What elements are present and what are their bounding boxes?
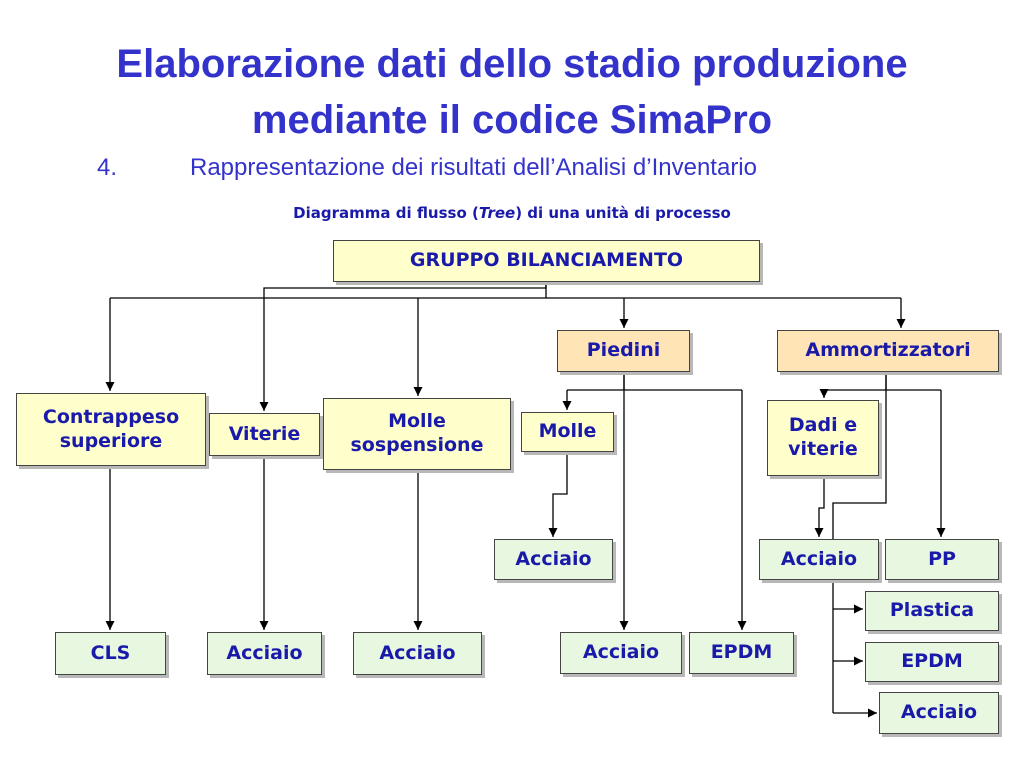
edge-dadi-acciaio bbox=[814, 476, 825, 537]
amm-bus bbox=[824, 372, 941, 391]
node-viterie: Viterie bbox=[209, 413, 320, 456]
node-cls: CLS bbox=[55, 632, 166, 675]
node-molle: Molle bbox=[521, 412, 614, 452]
node-acciaio-piedini: Acciaio bbox=[560, 632, 682, 674]
node-acciaio-molle-sospensione: Acciaio bbox=[353, 632, 482, 675]
node-piedini: Piedini bbox=[557, 330, 690, 372]
node-ammortizzatori: Ammortizzatori bbox=[777, 330, 999, 372]
piedini-bus bbox=[567, 372, 742, 391]
diagram-caption: Diagramma di flusso (Tree) di una unità … bbox=[0, 204, 1024, 222]
node-dadi-e-viterie: Dadi e viterie bbox=[767, 400, 879, 476]
node-acciaio-viterie: Acciaio bbox=[207, 632, 322, 675]
subtitle-text: Rappresentazione dei risultati dell’Anal… bbox=[190, 154, 757, 181]
title-line-1: Elaborazione dati dello stadio produzion… bbox=[116, 42, 908, 86]
node-epdm-ammortizzatori: EPDM bbox=[865, 642, 999, 682]
node-molle-sospensione: Molle sospensione bbox=[323, 398, 511, 470]
node-acciaio-ammortizzatori: Acciaio bbox=[879, 692, 999, 734]
amm-material-bus bbox=[832, 372, 887, 713]
node-contrappeso-superiore: Contrappeso superiore bbox=[16, 393, 206, 466]
node-acciaio-molle: Acciaio bbox=[494, 539, 613, 580]
subtitle-number: 4. bbox=[97, 154, 118, 181]
node-epdm-piedini: EPDM bbox=[689, 632, 794, 674]
title-line-2: mediante il codice SimaPro bbox=[251, 98, 773, 142]
node-plastica: Plastica bbox=[865, 591, 999, 631]
edge-molle-acciaio bbox=[548, 452, 568, 537]
caption-after: ) di una unità di processo bbox=[515, 204, 731, 222]
root-connector bbox=[110, 282, 901, 299]
node-pp: PP bbox=[885, 539, 999, 580]
caption-before: Diagramma di flusso ( bbox=[293, 204, 479, 222]
caption-italic: Tree bbox=[478, 204, 516, 222]
node-acciaio-dadi: Acciaio bbox=[759, 539, 879, 580]
node-gruppo-bilanciamento: GRUPPO BILANCIAMENTO bbox=[333, 240, 760, 282]
root-stem-2 bbox=[263, 282, 547, 298]
